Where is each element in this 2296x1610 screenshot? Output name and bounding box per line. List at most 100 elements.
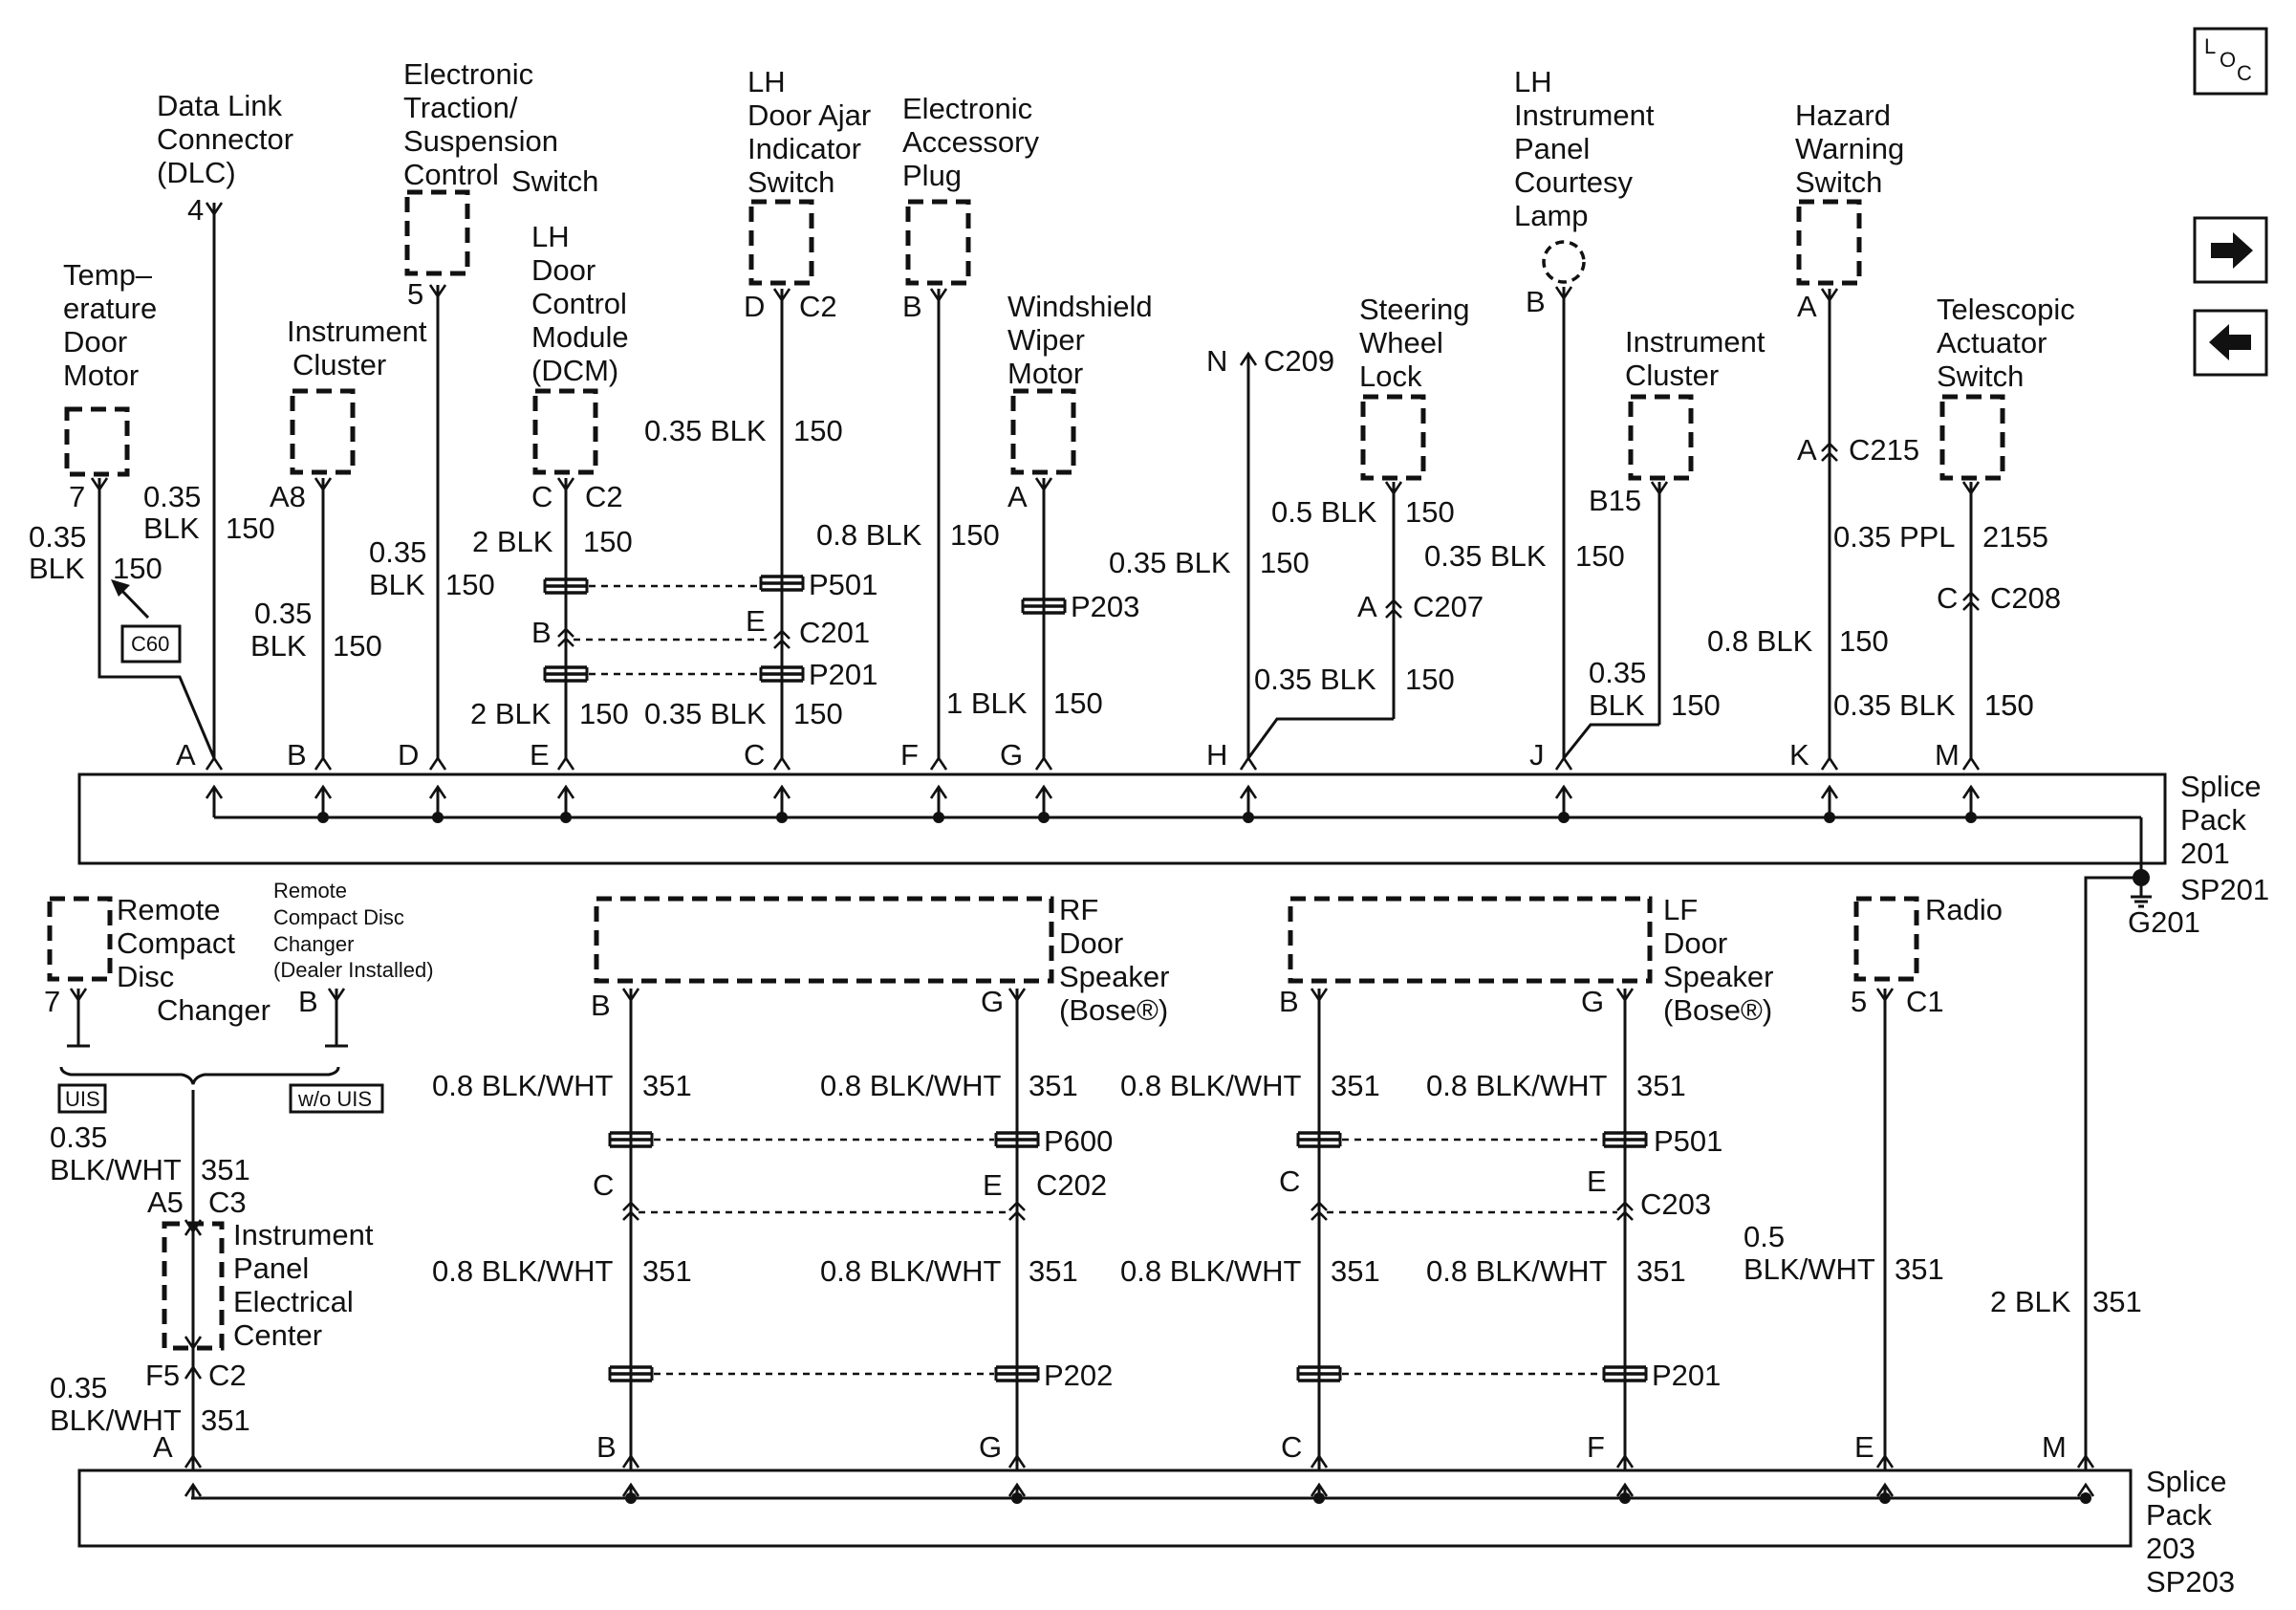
ipec-name-4: Center — [233, 1318, 322, 1352]
lamp-name-1: LH — [1514, 65, 1552, 98]
ipec-name-1: Instrument — [233, 1218, 374, 1251]
etsc-name-1: Electronic — [403, 57, 533, 91]
etsc-name-5: Switch — [511, 164, 598, 198]
ajar-name-3: Indicator — [747, 132, 861, 165]
sp203-pin-a: A — [153, 1430, 173, 1464]
lf-wire-g1-gauge: 0.8 BLK/WHT — [1426, 1069, 1608, 1102]
lamp-name-2: Instrument — [1514, 98, 1655, 132]
tdm-name-3: Door — [63, 325, 127, 359]
sp201-junction-e — [560, 812, 572, 823]
tdm-wire-circuit-a: 150 — [226, 511, 275, 545]
data-link-connector: Data Link Connector (DLC) 4 — [157, 89, 293, 758]
rf-wire-b1-gauge: 0.8 BLK/WHT — [432, 1069, 614, 1102]
dcm-wire2-circuit: 150 — [579, 697, 629, 730]
sp201-label-4: SP201 — [2180, 873, 2269, 906]
back-button[interactable] — [2193, 309, 2268, 377]
eap-name-3: Plug — [902, 159, 962, 192]
etsc-wire-color: BLK — [369, 568, 425, 601]
loc-label-c: C — [2237, 61, 2252, 85]
hazard-wire2-gauge: 0.8 BLK — [1707, 624, 1813, 658]
hazard-wire2-circuit: 150 — [1839, 624, 1889, 658]
hazard-c215: C215 — [1849, 433, 1919, 467]
radio-pin: 5 — [1851, 985, 1867, 1018]
sp203-pin-e: E — [1854, 1430, 1874, 1464]
dealer-name-1: Remote — [273, 879, 347, 903]
dlc-name-1: Data Link — [157, 89, 282, 122]
sp203-junction-b — [625, 1492, 637, 1504]
rf-wire-g1-gauge: 0.8 BLK/WHT — [820, 1069, 1002, 1102]
dealer-name-3: Changer — [273, 932, 354, 956]
rf-p600: P600 — [1044, 1124, 1113, 1158]
temperature-door-motor: Temp– erature Door Motor 7 0.35 BLK 150 … — [29, 258, 275, 759]
lf-wire-b1-circuit: 351 — [1331, 1069, 1380, 1102]
tdm-name-1: Temp– — [63, 258, 153, 292]
rf-name-4: (Bose®) — [1059, 993, 1168, 1027]
sp203-pins — [184, 1454, 1895, 1504]
electronic-traction-suspension-switch: Electronic Traction/ Suspension Control … — [369, 57, 598, 758]
remote-compact-disc-changer: Remote Compact Disc Changer 7 Remote Com… — [44, 879, 434, 1470]
rf-name-1: RF — [1059, 893, 1098, 926]
rcdc-name-2: Compact — [117, 926, 235, 960]
rf-c202: C202 — [1036, 1168, 1107, 1202]
sp203-junction-m — [2080, 1492, 2091, 1504]
loc-label-o: O — [2220, 48, 2236, 72]
ajar-name-4: Switch — [747, 165, 834, 199]
rf-name-2: Door — [1059, 926, 1123, 960]
sp203-label-2: Pack — [2146, 1498, 2212, 1532]
dcm-name-2: Door — [531, 253, 596, 287]
ground-wire-351: 2 BLK 351 M — [1990, 876, 2142, 1504]
rf-wire-b2-circuit: 351 — [642, 1254, 692, 1288]
loc-label-l: L — [2204, 34, 2216, 58]
rcdc-wire2-color: BLK/WHT — [50, 1403, 182, 1437]
eap-wire2-circuit: 150 — [1053, 686, 1103, 720]
sp203-pin-rf-g: G — [979, 1430, 1002, 1464]
tele-wire-circuit: 150 — [1984, 688, 2034, 722]
tele-conn: C208 — [1990, 581, 2061, 615]
lf-conn-e: E — [1587, 1164, 1607, 1198]
hazard-wire1-circuit: 2155 — [1982, 520, 2048, 554]
c209-pin: N — [1206, 344, 1227, 378]
sp201-pin-g: G — [1000, 738, 1023, 772]
forward-button[interactable] — [2193, 216, 2268, 284]
rcdc-name-4: Changer — [157, 993, 271, 1027]
sp201-label-1: Splice — [2180, 770, 2261, 803]
rf-p202: P202 — [1044, 1359, 1113, 1392]
ipec-c3: C3 — [208, 1186, 247, 1219]
eap-wire2-gauge: 1 BLK — [946, 686, 1028, 720]
hazard-name-3: Switch — [1795, 165, 1882, 199]
swl-wire1-gauge: 0.5 BLK — [1271, 495, 1377, 529]
etsc-wire-gauge: 0.35 — [369, 535, 426, 569]
sp201-pin-f: F — [900, 738, 919, 772]
hazard-name-1: Hazard — [1795, 98, 1891, 132]
rf-wire-b2-gauge: 0.8 BLK/WHT — [432, 1254, 614, 1288]
sp201-junction-f — [933, 812, 944, 823]
lf-c203: C203 — [1640, 1187, 1711, 1221]
c60-label: C60 — [131, 632, 169, 656]
ajar-wire2-circuit: 150 — [793, 697, 843, 730]
arrow-left-icon — [2209, 324, 2251, 360]
wiper-p203: P203 — [1071, 590, 1139, 623]
steering-wheel-lock: Steering Wheel Lock 0.5 BLK 150 A C207 0… — [1246, 293, 1484, 759]
rf-name-3: Speaker — [1059, 960, 1169, 993]
ipec-name-3: Electrical — [233, 1285, 354, 1318]
rcdc-wire1-gauge: 0.35 — [50, 1120, 107, 1154]
eap-name-1: Electronic — [902, 92, 1032, 125]
sp203-junction-g — [1011, 1492, 1023, 1504]
ajar-name-1: LH — [747, 65, 786, 98]
c209-wire-gauge: 0.35 BLK — [1109, 546, 1231, 579]
lf-name-2: Door — [1663, 926, 1727, 960]
radio: Radio 5 C1 0.5 BLK/WHT 351 E — [1744, 893, 2003, 1470]
loc-button[interactable]: L O C — [2193, 27, 2268, 96]
rcdc-wire1-color: BLK/WHT — [50, 1153, 182, 1186]
ajar-conn: C2 — [799, 290, 837, 323]
ic2-wire-gauge: 0.35 — [1589, 656, 1646, 689]
ground-wire-circuit: 351 — [2092, 1285, 2142, 1318]
sp203-junction-f — [1619, 1492, 1631, 1504]
etsc-name-2: Traction/ — [403, 91, 518, 124]
radio-name: Radio — [1925, 893, 2003, 926]
ajar-p201: P201 — [809, 658, 877, 691]
ipec-pin-a5: A5 — [147, 1186, 184, 1219]
etsc-pin: 5 — [407, 277, 423, 311]
radio-conn: C1 — [1906, 985, 1944, 1018]
etsc-wire-circuit: 150 — [445, 568, 495, 601]
